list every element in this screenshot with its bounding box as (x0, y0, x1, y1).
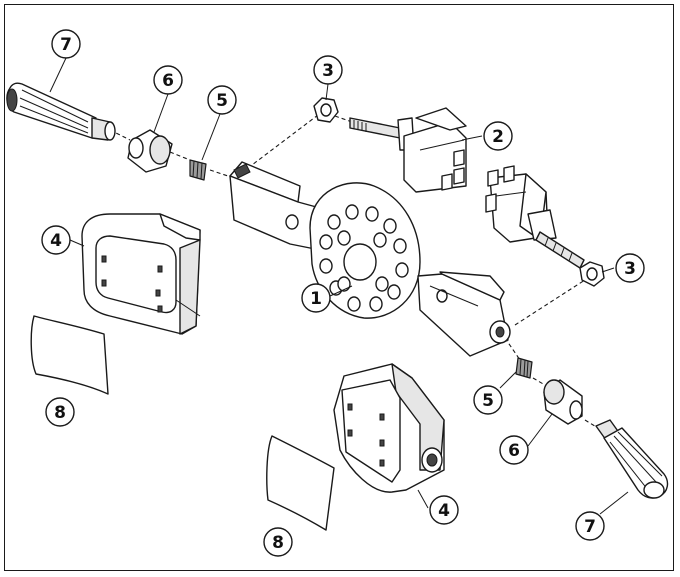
callout-6-lower: 6 (499, 435, 529, 465)
part-6-bushing-lower (543, 379, 583, 425)
callout-8-left: 8 (45, 397, 75, 427)
part-3-nut-upper (313, 97, 339, 123)
part-7-knob-upper (6, 82, 116, 141)
callout-label: 7 (584, 517, 596, 537)
callout-1: 1 (301, 283, 331, 313)
callout-7-upper: 7 (51, 29, 81, 59)
part-1-bracket (229, 161, 511, 357)
callout-label: 1 (310, 289, 322, 309)
callout-6-upper: 6 (153, 65, 183, 95)
part-2-switch-lower (485, 165, 585, 269)
callout-label: 2 (492, 127, 504, 147)
callout-3-upper: 3 (313, 55, 343, 85)
callout-label: 7 (60, 35, 72, 55)
callout-2: 2 (483, 121, 513, 151)
callout-7-lower: 7 (575, 511, 605, 541)
callout-label: 3 (322, 61, 334, 81)
part-8-label-lower (266, 435, 335, 531)
part-5-set-screw-upper (189, 159, 207, 181)
callout-8-lower: 8 (263, 527, 293, 557)
callout-label: 3 (624, 259, 636, 279)
assembly-guide-lines (109, 111, 599, 429)
callout-label: 4 (438, 501, 450, 521)
callout-label: 8 (272, 533, 284, 553)
part-4-cover-left (81, 213, 201, 335)
part-4-cover-right (333, 363, 445, 493)
part-5-set-screw-lower (515, 357, 533, 379)
callout-label: 5 (216, 91, 228, 111)
callout-label: 6 (162, 71, 174, 91)
part-3-nut-lower (579, 261, 605, 287)
part-7-knob-lower (595, 419, 669, 499)
callout-5-upper: 5 (207, 85, 237, 115)
callout-label: 5 (482, 391, 494, 411)
part-2-switch-upper (349, 107, 467, 193)
part-8-label-left (30, 315, 109, 395)
callout-leaders (49, 57, 629, 515)
callout-label: 4 (50, 231, 62, 251)
callout-4-right: 4 (429, 495, 459, 525)
callout-label: 8 (54, 403, 66, 423)
diagram-frame (4, 4, 674, 571)
callout-5-lower: 5 (473, 385, 503, 415)
callout-3-lower: 3 (615, 253, 645, 283)
callout-label: 6 (508, 441, 520, 461)
part-6-bushing-upper (127, 129, 173, 173)
callout-4-left: 4 (41, 225, 71, 255)
